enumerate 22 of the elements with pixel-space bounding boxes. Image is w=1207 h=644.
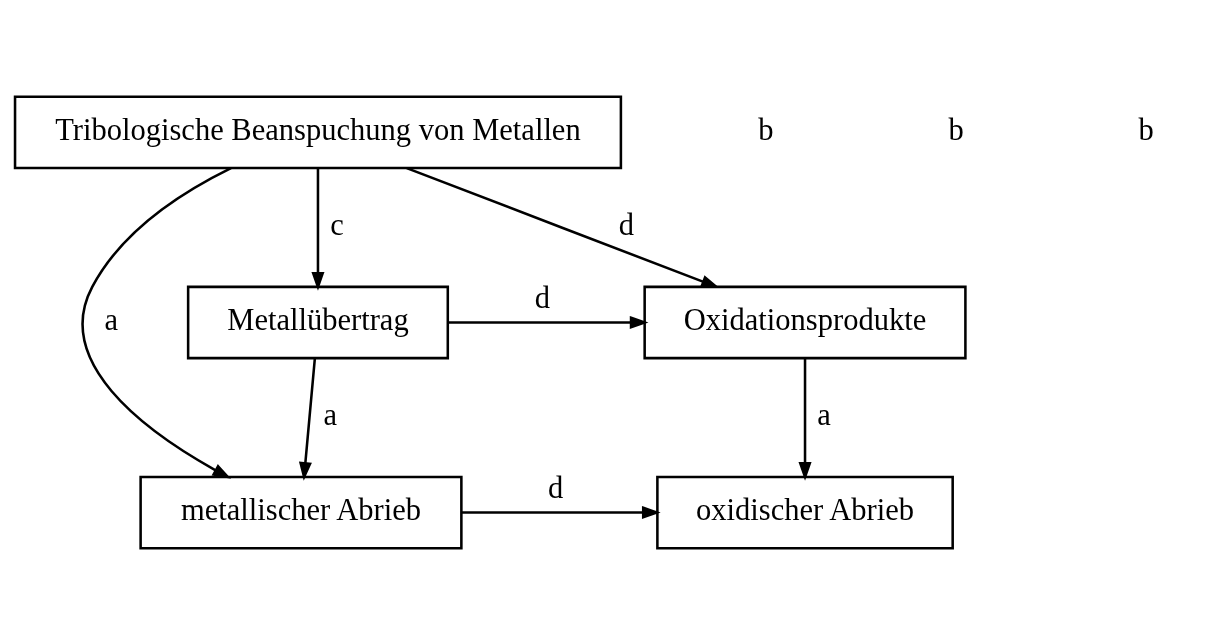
node-box: metallischer Abrieb [139,475,463,549]
node-box: oxidischer Abrieb [656,475,954,549]
arrow [311,167,325,291]
edge-label: c [330,207,344,242]
node-box: Metallübertrag [186,285,450,359]
edge-label: d [534,280,551,315]
arrow [406,166,720,288]
label: b [948,112,964,147]
arrow [798,357,812,481]
arrow [461,505,661,519]
node-box: Oxidationsprodukte [643,285,967,359]
edge-label: a [104,302,119,337]
arrow [81,166,232,479]
node-box: Tribologische Beanspuchung von Metallen [13,95,623,169]
edge-label: d [547,470,564,505]
edge-label: a [323,397,338,432]
label: b [1138,112,1154,147]
edge-label: a [817,397,831,432]
arrow [298,357,317,481]
edge-label: d [618,207,635,242]
arrow [447,315,649,329]
label: b [758,112,774,147]
